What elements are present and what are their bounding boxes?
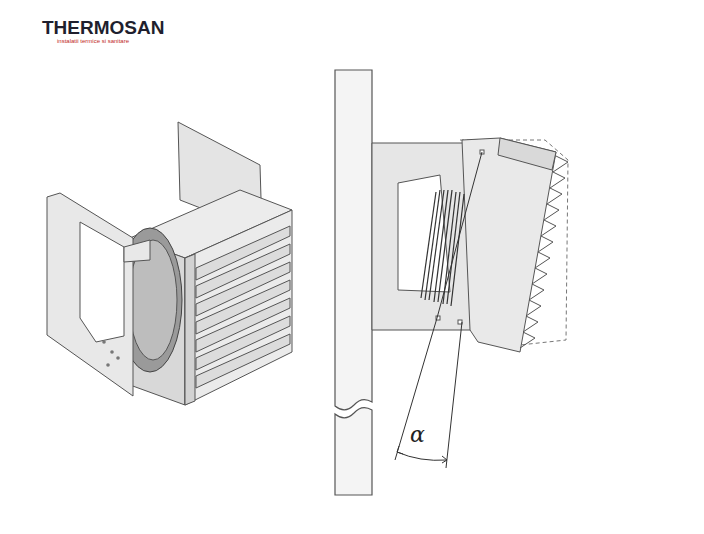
heater-frame [185, 254, 195, 405]
bracket-plate [47, 193, 133, 396]
louvers [196, 226, 290, 388]
angle-label: α [410, 424, 425, 446]
brand-tagline: instalatii termice si sanitare [57, 38, 129, 44]
louver-teeth [520, 156, 568, 348]
bracket-cutout [80, 222, 124, 342]
angle-marker [395, 152, 482, 468]
brand-logo: THERMOSAN [42, 18, 164, 37]
heater-tilted [462, 138, 556, 352]
bracket-tab [124, 240, 150, 262]
bolt-holes [102, 340, 120, 367]
heater-front [185, 210, 292, 405]
wall [335, 70, 372, 495]
heat-coil [421, 190, 464, 306]
pivot-points [436, 150, 484, 324]
